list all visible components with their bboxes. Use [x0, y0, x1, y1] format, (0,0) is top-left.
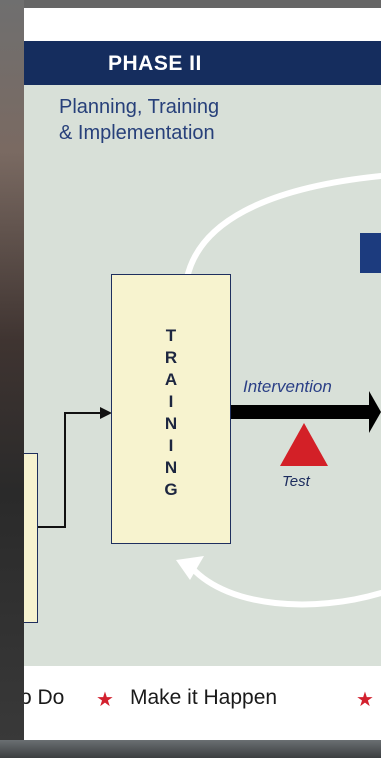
training-letter: N [165, 457, 177, 479]
test-triangle [280, 423, 328, 466]
test-label: Test [282, 473, 310, 490]
training-letter: I [169, 391, 174, 413]
training-letter: N [165, 413, 177, 435]
star-icon: ★ [356, 687, 374, 712]
training-letter: A [165, 369, 177, 391]
slide: PHASE II Planning, Training & Implementa… [24, 8, 381, 740]
background-bottom [0, 740, 381, 758]
intervention-arrowhead [369, 391, 381, 433]
footer-item-make-it-happen: Make it Happen [130, 686, 277, 710]
background-top [0, 0, 381, 8]
training-label: T R A I N I N G [112, 325, 230, 501]
cycle-arrow-bottom [192, 568, 381, 604]
training-letter: I [169, 435, 174, 457]
training-box: T R A I N I N G [111, 274, 231, 544]
background-left [0, 0, 24, 758]
connector-line [37, 413, 102, 527]
training-letter: R [165, 347, 177, 369]
star-icon: ★ [96, 687, 114, 712]
training-letter: T [166, 325, 176, 347]
cycle-arrow-top [187, 176, 381, 278]
training-letter: G [164, 479, 177, 501]
footer-tagline: o Do ★ Make it Happen ★ [24, 686, 381, 722]
intervention-arrow-shaft [231, 405, 371, 419]
phase-marker-tab [360, 233, 381, 273]
intervention-label: Intervention [243, 377, 332, 397]
footer-item-do: o Do [24, 686, 64, 710]
previous-step-box [24, 453, 38, 623]
